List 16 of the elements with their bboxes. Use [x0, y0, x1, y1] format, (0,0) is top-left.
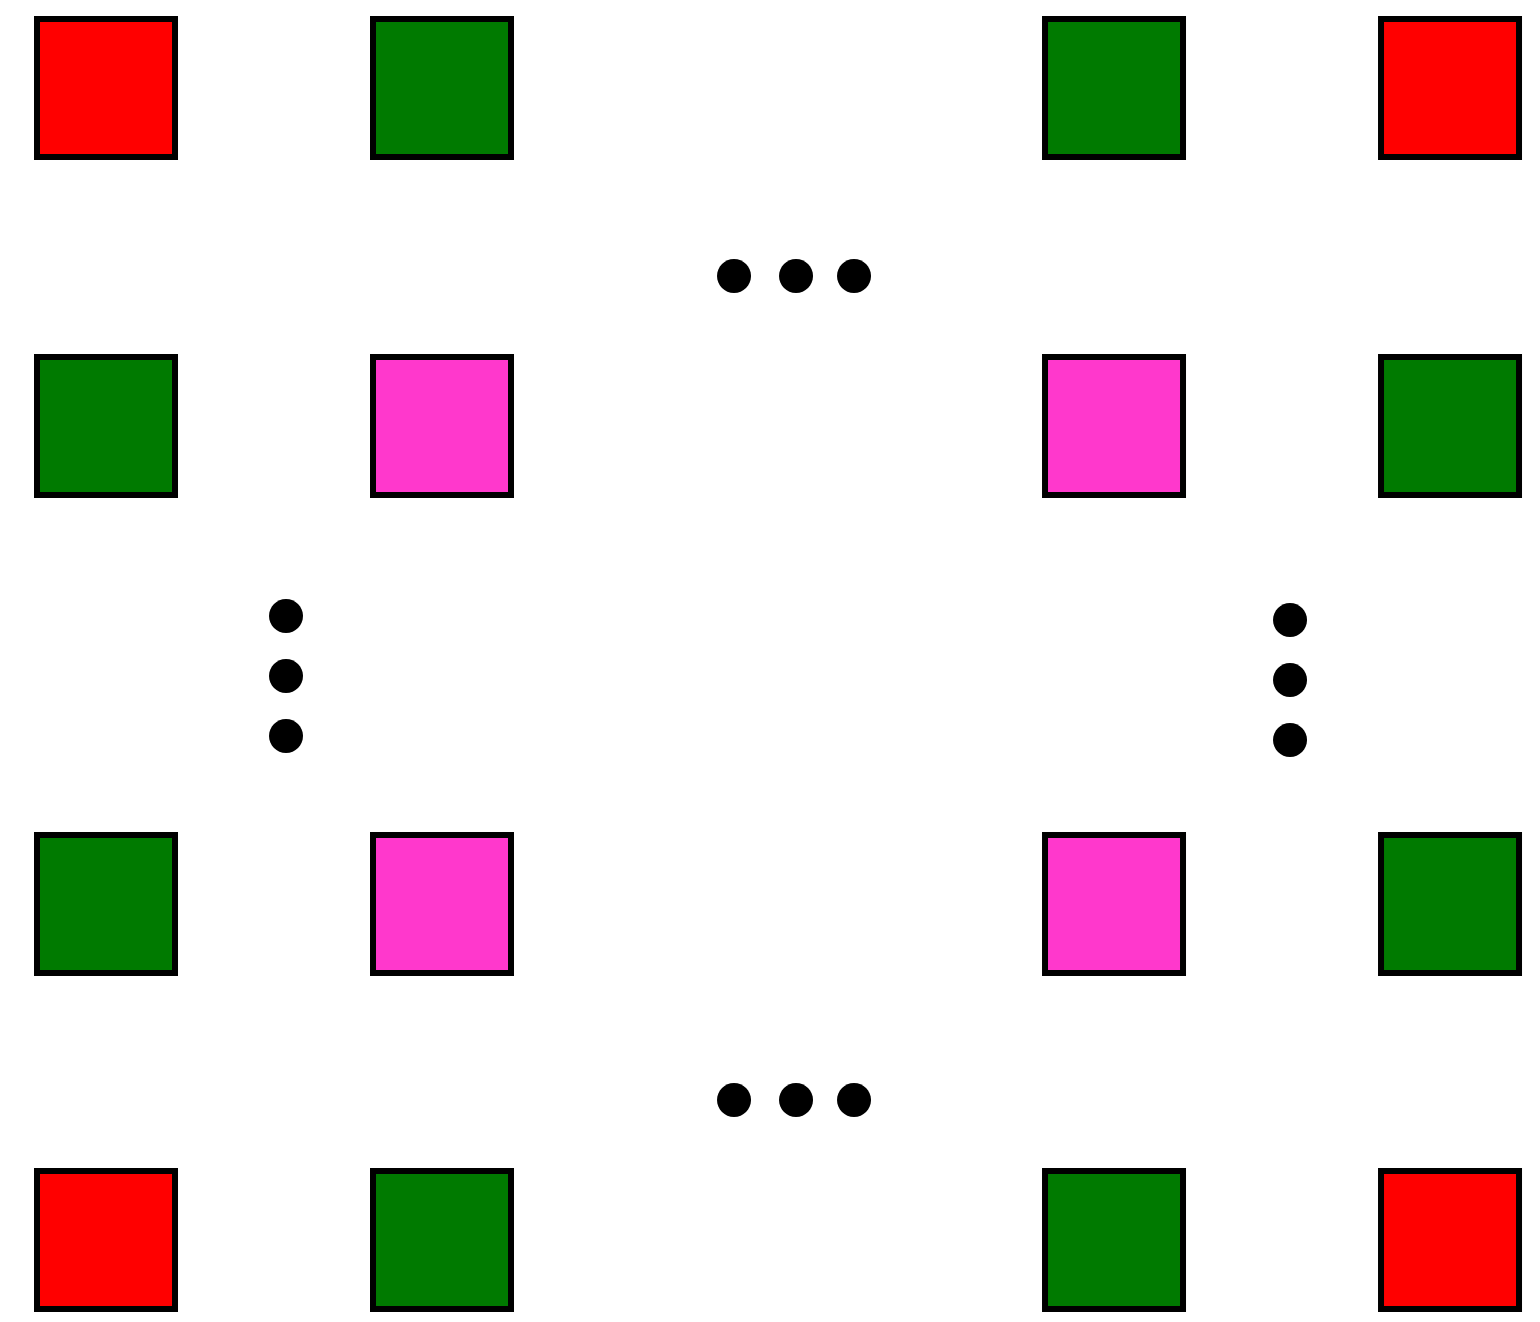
square: [1042, 832, 1186, 976]
square: [1042, 354, 1186, 498]
square: [1378, 354, 1522, 498]
square: [34, 832, 178, 976]
square: [1042, 1168, 1186, 1312]
square: [1378, 1168, 1522, 1312]
square: [34, 16, 178, 160]
square: [1042, 16, 1186, 160]
square: [1378, 832, 1522, 976]
square: [370, 16, 514, 160]
square: [370, 1168, 514, 1312]
square: [370, 832, 514, 976]
square: [34, 1168, 178, 1312]
square: [1378, 16, 1522, 160]
square: [370, 354, 514, 498]
square: [34, 354, 178, 498]
